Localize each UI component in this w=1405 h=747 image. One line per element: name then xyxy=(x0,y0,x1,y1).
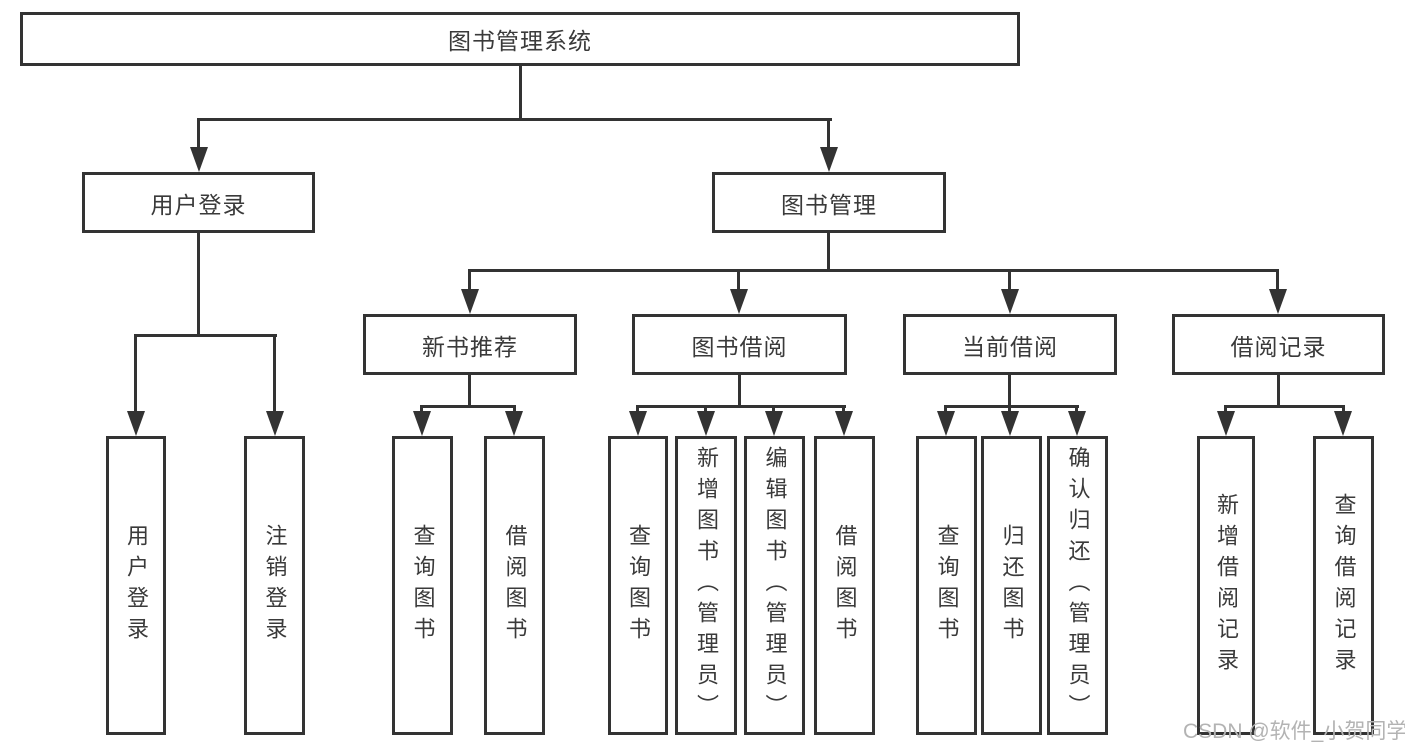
leaf-add-books-admin: 新增图书（管理员） xyxy=(675,436,737,735)
leaf-label: 编辑图书（管理员） xyxy=(762,446,788,725)
node-book-management: 图书管理 xyxy=(712,172,946,233)
leaf-query-books-recommend: 查询图书 xyxy=(392,436,453,735)
arrow-down-icon xyxy=(1068,411,1086,436)
connector-newbook-hline xyxy=(420,405,516,408)
node-label: 当前借阅 xyxy=(962,333,1058,360)
leaf-label: 查询图书 xyxy=(410,523,436,648)
node-library-management-system: 图书管理系统 xyxy=(20,12,1020,66)
connector-records-branch1 xyxy=(1224,405,1227,415)
leaf-label: 借阅图书 xyxy=(502,523,528,648)
connector-userlogin-hline xyxy=(134,334,277,337)
connector-borrowing-branch2 xyxy=(704,405,707,415)
connector-borrowing-branch3 xyxy=(772,405,775,415)
connector-current-branch2 xyxy=(1008,405,1011,415)
node-label: 图书管理 xyxy=(781,191,877,218)
connector-root-hline xyxy=(197,118,832,121)
arrow-down-icon xyxy=(461,289,479,314)
leaf-label: 注销登录 xyxy=(262,523,288,648)
arrow-down-icon xyxy=(730,289,748,314)
arrow-down-icon xyxy=(413,411,431,436)
connector-current-hline xyxy=(944,405,1079,408)
connector-current-stub xyxy=(1008,375,1011,408)
arrow-down-icon xyxy=(820,147,838,172)
leaf-borrow-books-recommend: 借阅图书 xyxy=(484,436,545,735)
node-borrowing-records: 借阅记录 xyxy=(1172,314,1385,375)
connector-userlogin-branch2 xyxy=(273,334,276,414)
arrow-down-icon xyxy=(937,411,955,436)
arrow-down-icon xyxy=(765,411,783,436)
arrow-down-icon xyxy=(1334,411,1352,436)
connector-newbook-stub xyxy=(468,375,471,408)
node-label: 图书借阅 xyxy=(691,333,788,360)
leaf-add-borrow-record: 新增借阅记录 xyxy=(1197,436,1255,735)
connector-root-branch-right xyxy=(827,118,830,152)
connector-bookmgmt-hline xyxy=(468,269,1279,272)
connector-current-branch1 xyxy=(944,405,947,415)
leaf-label: 查询图书 xyxy=(934,523,960,648)
node-label: 图书管理系统 xyxy=(448,28,592,54)
leaf-user-login: 用户登录 xyxy=(106,436,166,735)
connector-root-branch-left xyxy=(197,118,200,152)
arrow-down-icon xyxy=(1001,411,1019,436)
node-label: 用户登录 xyxy=(150,191,247,218)
connector-borrowing-branch1 xyxy=(636,405,639,415)
connector-newbook-branch1 xyxy=(420,405,423,415)
connector-newbook-branch2 xyxy=(513,405,516,415)
node-label: 借阅记录 xyxy=(1230,333,1327,360)
connector-userlogin-branch1 xyxy=(134,334,137,414)
leaf-query-books-borrowing: 查询图书 xyxy=(608,436,668,735)
leaf-query-books-current: 查询图书 xyxy=(916,436,977,735)
leaf-logout: 注销登录 xyxy=(244,436,305,735)
leaf-label: 查询借阅记录 xyxy=(1331,492,1357,679)
leaf-query-borrow-record: 查询借阅记录 xyxy=(1313,436,1374,735)
leaf-borrow-books-borrowing: 借阅图书 xyxy=(814,436,875,735)
leaf-label: 确认归还（管理员） xyxy=(1065,446,1091,725)
connector-borrowing-stub xyxy=(738,375,741,408)
node-label: 新书推荐 xyxy=(422,333,518,360)
node-book-borrowing: 图书借阅 xyxy=(632,314,847,375)
leaf-label: 新增图书（管理员） xyxy=(694,446,719,725)
arrow-down-icon xyxy=(1269,289,1287,314)
arrow-down-icon xyxy=(266,411,284,436)
leaf-label: 新增借阅记录 xyxy=(1214,492,1239,679)
connector-records-stub xyxy=(1277,375,1280,408)
leaf-label: 用户登录 xyxy=(124,523,149,648)
arrow-down-icon xyxy=(127,411,145,436)
leaf-confirm-return-admin: 确认归还（管理员） xyxy=(1047,436,1108,735)
node-user-login: 用户登录 xyxy=(82,172,315,233)
connector-root-stub xyxy=(519,65,522,121)
leaf-label: 借阅图书 xyxy=(832,523,858,648)
arrow-down-icon xyxy=(629,411,647,436)
connector-records-branch2 xyxy=(1342,405,1345,415)
connector-records-hline xyxy=(1224,405,1345,408)
connector-borrowing-hline xyxy=(636,405,846,408)
arrow-down-icon xyxy=(190,147,208,172)
connector-bookmgmt-branch3 xyxy=(1008,269,1011,293)
arrow-down-icon xyxy=(835,411,853,436)
node-current-borrowing: 当前借阅 xyxy=(903,314,1117,375)
connector-bookmgmt-branch2 xyxy=(737,269,740,293)
connector-bookmgmt-branch4 xyxy=(1276,269,1279,293)
arrow-down-icon xyxy=(1001,289,1019,314)
node-new-book-recommendation: 新书推荐 xyxy=(363,314,577,375)
leaf-label: 归还图书 xyxy=(999,523,1025,648)
watermark: CSDN @软件_小贺同学 xyxy=(1183,720,1405,743)
connector-current-branch3 xyxy=(1075,405,1078,415)
arrow-down-icon xyxy=(505,411,523,436)
leaf-edit-books-admin: 编辑图书（管理员） xyxy=(744,436,805,735)
arrow-down-icon xyxy=(1217,411,1235,436)
arrow-down-icon xyxy=(697,411,715,436)
connector-borrowing-branch4 xyxy=(842,405,845,415)
connector-bookmgmt-stub xyxy=(827,233,830,272)
connector-bookmgmt-branch1 xyxy=(468,269,471,293)
connector-userlogin-stub xyxy=(197,233,200,337)
leaf-label: 查询图书 xyxy=(626,523,651,648)
leaf-return-books: 归还图书 xyxy=(981,436,1042,735)
